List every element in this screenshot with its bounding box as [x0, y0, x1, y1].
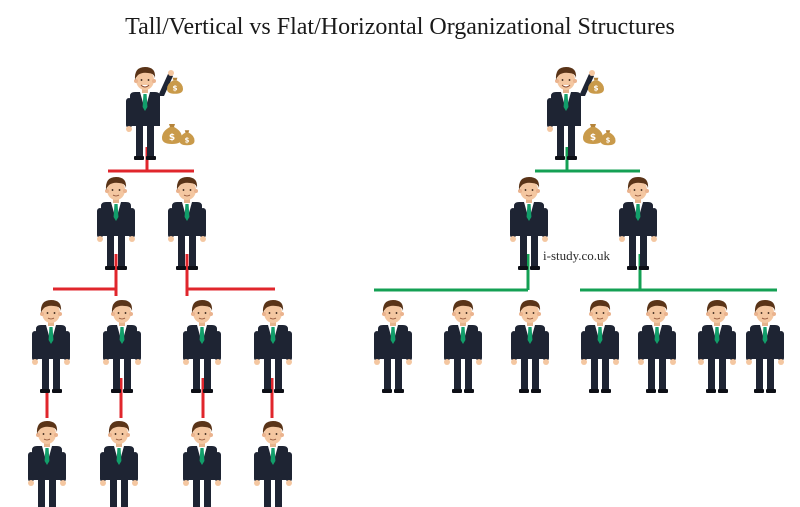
tall-structure: [27, 66, 293, 507]
flat-employee-businessman-icon-7: [745, 299, 785, 394]
flat-connectors: [374, 147, 777, 292]
tall-connectors: [45, 147, 275, 418]
tall-ceo-businessman-icon: [125, 66, 175, 161]
tall-employee-businessman-icon-2: [99, 420, 139, 507]
flat-money-bag-icon-large: [583, 124, 603, 144]
tall-money-bag-icon-medium: [179, 130, 195, 146]
tall-employee-businessman-icon-3: [182, 420, 222, 507]
flat-money-bag-icon-medium: [600, 130, 616, 146]
tall-employee-businessman-icon-1: [27, 420, 67, 507]
watermark-text: i-study.co.uk: [543, 248, 611, 263]
flat-employee-businessman-icon-6: [697, 299, 737, 394]
flat-employee-businessman-icon-3: [510, 299, 550, 394]
flat-employee-businessman-icon-1: [373, 299, 413, 394]
flat-employee-businessman-icon-5: [637, 299, 677, 394]
tall-employee-businessman-icon-4: [253, 420, 293, 507]
tall-supervisor-businessman-icon-1: [31, 299, 71, 394]
flat-structure: [373, 66, 785, 394]
flat-employee-businessman-icon-2: [443, 299, 483, 394]
diagram-title: Tall/Vertical vs Flat/Horizontal Organiz…: [125, 14, 675, 40]
flat-employee-businessman-icon-4: [580, 299, 620, 394]
flat-ceo-businessman-icon: [546, 66, 596, 161]
tall-money-bag-icon-large: [162, 124, 182, 144]
flat-manager-businessman-icon-2: [618, 176, 658, 271]
